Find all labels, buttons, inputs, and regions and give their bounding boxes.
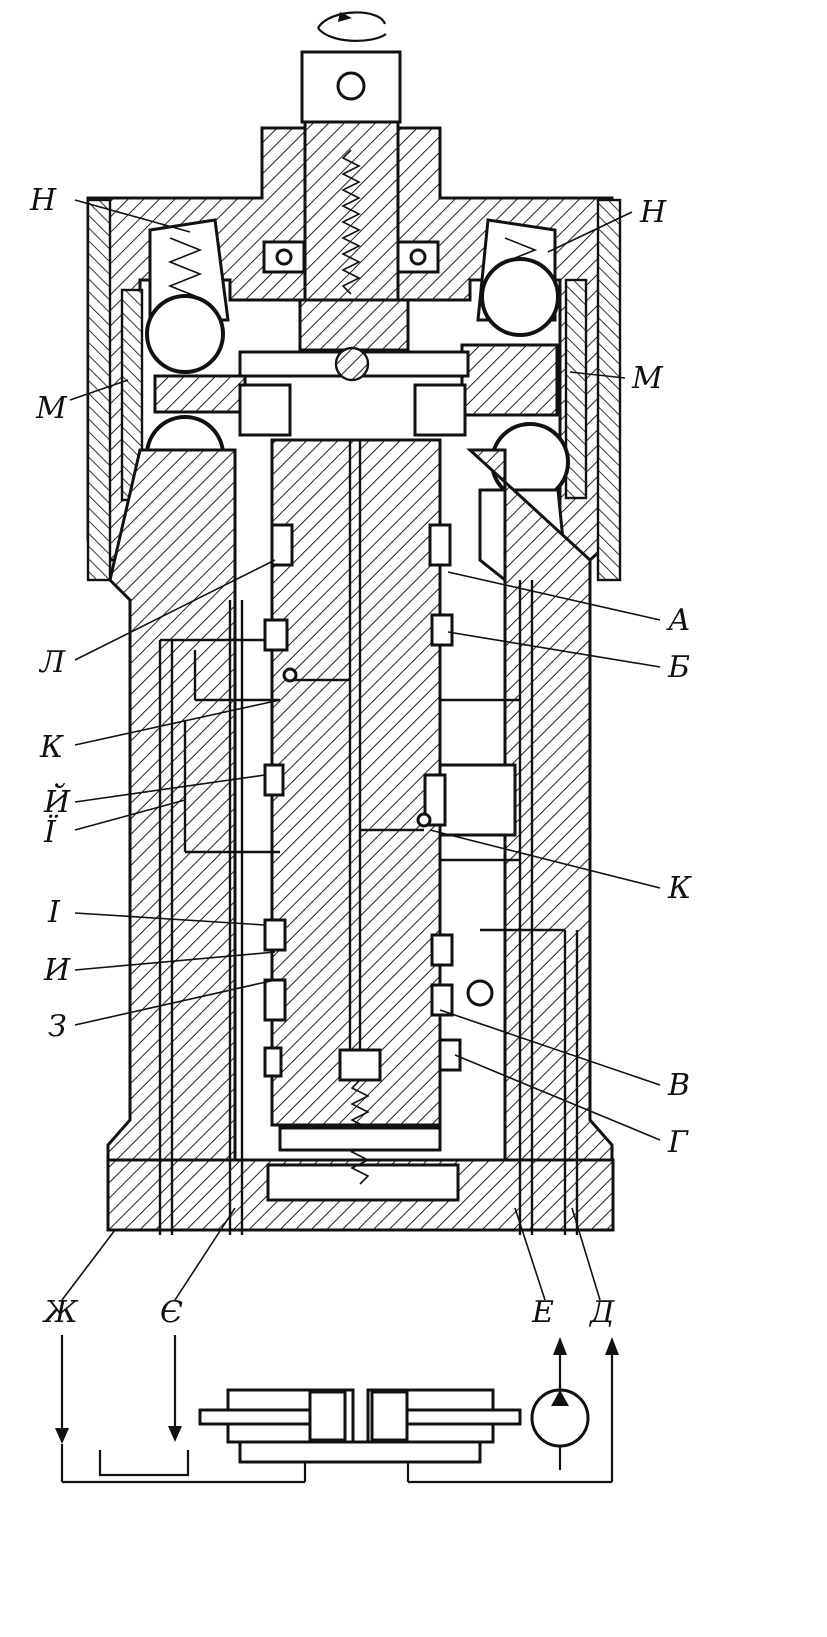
cross-beam	[238, 346, 470, 437]
hydraulic-schematic	[55, 1335, 619, 1484]
label-m-left: М	[35, 391, 68, 426]
label-k-left: К	[39, 730, 64, 765]
label-ye: Є	[160, 1295, 183, 1330]
check-ball-right	[416, 812, 432, 828]
label-e: Е	[531, 1295, 554, 1330]
label-zh: Ж	[42, 1295, 79, 1330]
spool-lands	[263, 523, 462, 1078]
label-y-i: И	[43, 953, 71, 988]
label-b: Б	[667, 650, 690, 685]
label-i: І	[47, 895, 61, 930]
channels-right	[438, 580, 579, 1235]
bearing-right	[396, 240, 440, 274]
leader-lines	[61, 199, 661, 1301]
shaft-spring	[341, 149, 361, 295]
central-spool	[270, 438, 442, 1127]
housing-upper	[86, 126, 614, 562]
weight-assembly-right	[460, 218, 570, 582]
drive-shaft	[300, 50, 402, 302]
label-l: Л	[38, 645, 66, 680]
check-ball-left	[282, 667, 298, 683]
label-yi: Ї	[43, 814, 59, 850]
label-n-right: Н	[639, 195, 667, 230]
rotation-arrow-icon	[317, 11, 387, 42]
bottom-plate	[106, 1048, 615, 1232]
label-a: А	[666, 603, 691, 638]
casing-right	[564, 198, 622, 582]
label-k-right: К	[667, 871, 692, 906]
label-y: Й	[43, 783, 71, 820]
label-n-left: Н	[29, 183, 57, 218]
bearing-left	[262, 240, 306, 274]
label-d: Д	[588, 1295, 615, 1330]
label-m-right: М	[631, 361, 664, 396]
label-g: Г	[667, 1125, 689, 1160]
check-ball-v	[466, 979, 494, 1007]
label-v: В	[667, 1068, 690, 1103]
channels-left	[158, 600, 280, 1235]
label-z: З	[48, 1009, 67, 1044]
